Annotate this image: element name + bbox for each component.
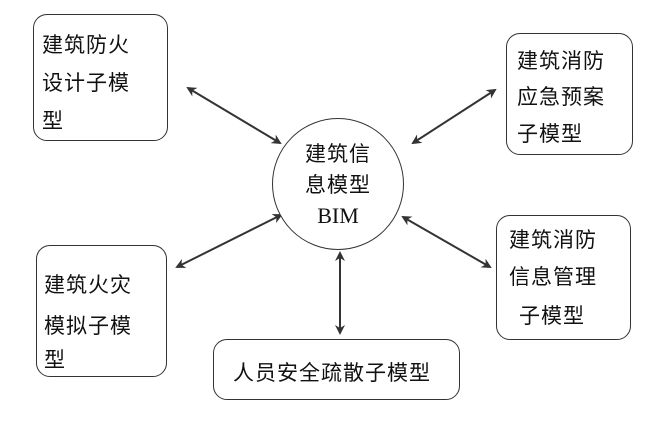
module-line: 型 (42, 109, 64, 133)
module-line: 应急预案 (517, 85, 605, 109)
module-line: 子模型 (517, 122, 583, 146)
module-line: 建筑消防 (509, 228, 597, 252)
arrow-fire-emergency (411, 88, 497, 145)
module-line: 建筑火灾 (44, 273, 132, 297)
arrow-fire-design (186, 86, 282, 145)
arrow-fire-info-management (401, 216, 492, 268)
module-line: 设计子模 (42, 71, 130, 95)
module-fire-design: 建筑防火 设计子模 型 (33, 14, 168, 141)
center-line-bim: BIM (317, 203, 359, 228)
module-line: 信息管理 (509, 265, 597, 289)
module-fire-emergency: 建筑消防 应急预案 子模型 (506, 33, 633, 155)
module-fire-info-management: 建筑消防 信息管理 子模型 (496, 215, 631, 340)
module-fire-simulation: 建筑火灾 模拟子模 型 (36, 245, 167, 377)
module-line: 子模型 (519, 304, 585, 328)
center-node-bim: 建筑信 息模型 BIM (272, 118, 404, 250)
center-line: 息模型 (305, 173, 371, 197)
module-evacuation: 人员安全疏散子模型 (213, 339, 460, 400)
arrow-fire-simulation (175, 214, 283, 268)
module-line: 建筑消防 (517, 49, 605, 73)
center-line: 建筑信 (305, 142, 371, 166)
module-line: 人员安全疏散子模型 (233, 361, 431, 385)
module-line: 建筑防火 (42, 33, 130, 57)
module-line: 模拟子模 (44, 314, 132, 338)
module-line: 型 (44, 348, 66, 372)
